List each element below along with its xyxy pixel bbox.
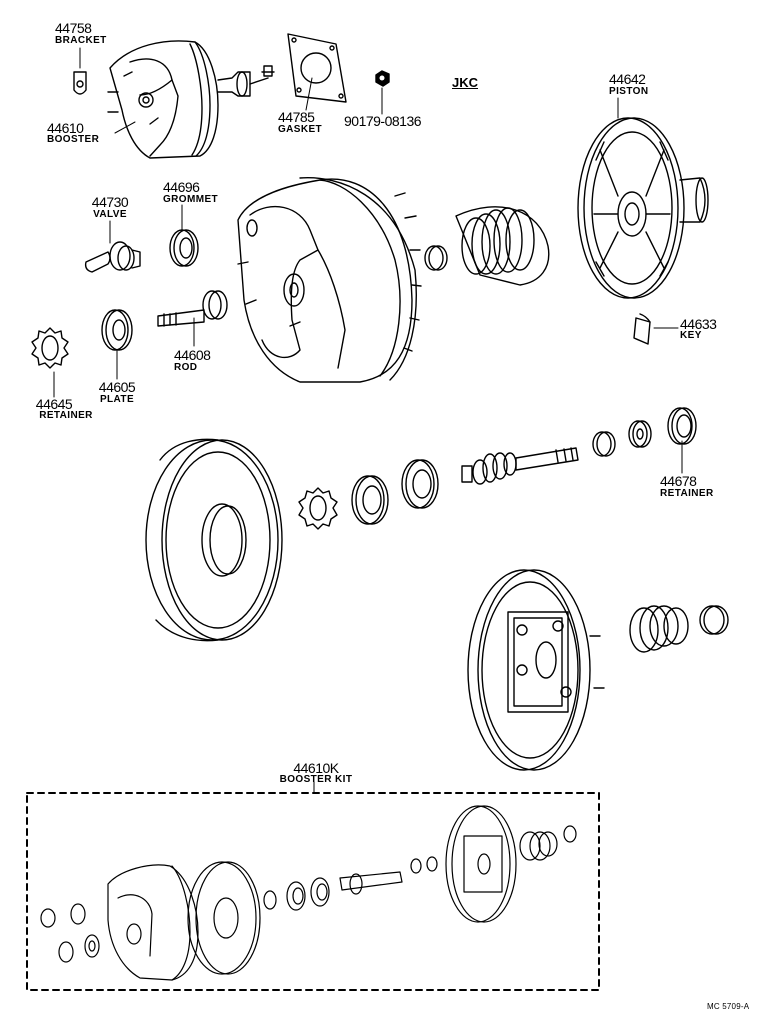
piston-part-name: PISTON xyxy=(609,86,649,97)
retainer2-part-name: RETAINER xyxy=(660,488,714,499)
nut-part-number: 90179-08136 xyxy=(344,113,422,129)
retainer-part xyxy=(31,327,69,369)
rear-housing xyxy=(467,569,729,771)
key-part xyxy=(633,313,651,345)
leader-lines xyxy=(53,47,683,793)
key-part-number: 44633 xyxy=(680,316,717,332)
valve-body xyxy=(461,447,579,485)
rod-part-name: ROD xyxy=(174,362,198,373)
key-part-name: KEY xyxy=(680,330,702,341)
gasket-part xyxy=(287,33,347,103)
kit-part-name: BOOSTER KIT xyxy=(279,774,353,785)
front-shell xyxy=(237,177,422,383)
grommet-part-number: 44696 xyxy=(163,179,200,195)
kit-part-number: 44610K xyxy=(293,760,339,776)
booster-assembly-small xyxy=(73,40,275,159)
rod-part xyxy=(157,290,228,327)
plate-part-number: 44605 xyxy=(98,379,136,395)
spring-seal xyxy=(424,206,550,286)
piston-part xyxy=(577,117,709,299)
rod-part-number: 44608 xyxy=(174,347,211,363)
gasket-part-name: GASKET xyxy=(278,124,323,135)
model-code: JKC xyxy=(452,75,479,90)
nut-part xyxy=(375,70,390,87)
plate-part-name: PLATE xyxy=(99,394,135,405)
retainer-part-name: RETAINER xyxy=(39,410,93,421)
bracket-part-number: 44758 xyxy=(55,20,92,36)
grommet-part xyxy=(169,229,199,267)
booster-part-name: BOOSTER xyxy=(47,134,100,145)
diagram-code: MC 5709-A xyxy=(707,1002,750,1011)
rear-shell xyxy=(145,438,283,642)
retainer2-part-number: 44678 xyxy=(660,473,697,489)
valve-part-name: VALVE xyxy=(93,209,127,220)
piston-part-number: 44642 xyxy=(609,71,646,87)
seal-row xyxy=(298,459,439,530)
small-seals-right xyxy=(592,407,697,457)
grommet-part-name: GROMMET xyxy=(163,194,219,205)
gasket-part-number: 44785 xyxy=(278,109,315,125)
valve-part xyxy=(84,241,141,273)
valve-part-number: 44730 xyxy=(91,194,129,210)
booster-kit-contents xyxy=(40,805,577,981)
booster-part-number: 44610 xyxy=(47,120,84,136)
retainer-part-number: 44645 xyxy=(35,396,73,412)
bracket-part-name: BRACKET xyxy=(55,35,107,46)
plate-part xyxy=(101,309,133,351)
booster-kit-frame xyxy=(26,792,600,991)
